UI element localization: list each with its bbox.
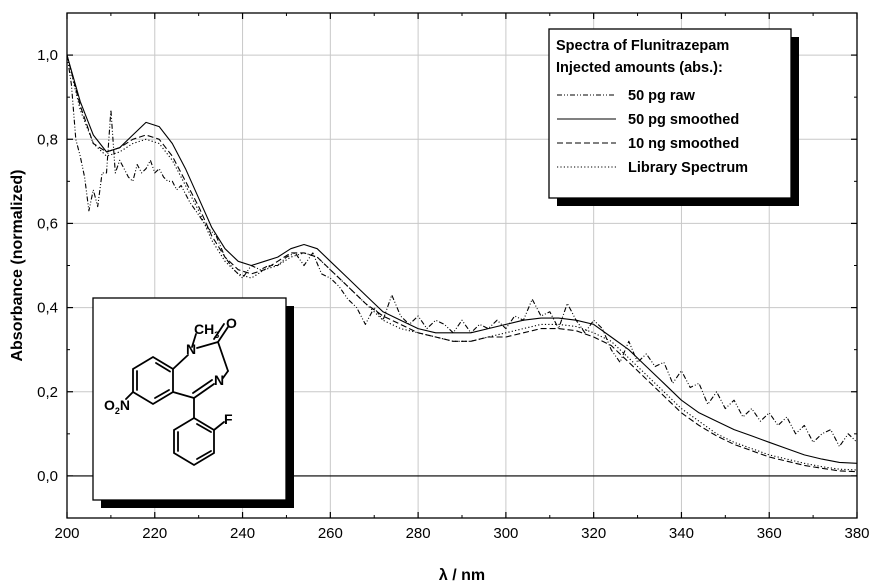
y-tick-label: 0,4 bbox=[37, 300, 58, 317]
nitro-n: N bbox=[120, 397, 130, 413]
carbonyl-oxygen-label: O bbox=[226, 315, 237, 331]
series-line-0 bbox=[66, 55, 858, 448]
y-tick-label: 0,2 bbox=[37, 384, 58, 401]
axis-ticks: 200 220 240 260 280 300 320 340 360 380 0,0 0,2 0,4 0… bbox=[37, 12, 870, 542]
series-line-1 bbox=[66, 54, 858, 464]
x-axis-title: λ / nm bbox=[439, 567, 485, 584]
series-line-2 bbox=[66, 54, 858, 473]
legend-title-line-2: Injected amounts (abs.): bbox=[556, 60, 723, 76]
x-tick-label: 300 bbox=[493, 525, 518, 542]
methyl-sub: 3 bbox=[214, 330, 219, 340]
imine-nitrogen-label: N bbox=[214, 372, 224, 388]
x-tick-label: 340 bbox=[669, 525, 694, 542]
nitro-sub: 2 bbox=[115, 406, 120, 416]
y-axis-title: Absorbance (normalized) bbox=[9, 169, 26, 361]
structure-bonds bbox=[125, 323, 229, 467]
x-tick-label: 360 bbox=[757, 525, 782, 542]
x-tick-label: 280 bbox=[406, 525, 431, 542]
legend: Spectra of Flunitrazepam Injected amount… bbox=[548, 28, 799, 206]
methyl-label: CH3 bbox=[194, 321, 219, 340]
y-tick-label: 1,0 bbox=[37, 47, 58, 64]
x-tick-label: 260 bbox=[318, 525, 343, 542]
nitro-label: O2N bbox=[104, 397, 130, 416]
y-tick-label: 0,6 bbox=[37, 215, 58, 232]
nitro-o: O bbox=[104, 397, 115, 413]
molecule-inset: O N N F CH3 O2N bbox=[92, 297, 294, 508]
x-tick-label: 240 bbox=[230, 525, 255, 542]
series-group bbox=[66, 54, 858, 473]
y-tick-label: 0,0 bbox=[37, 468, 58, 485]
legend-title-line-1: Spectra of Flunitrazepam bbox=[556, 38, 729, 54]
amide-nitrogen-label: N bbox=[186, 341, 196, 357]
methyl-main: CH bbox=[194, 321, 214, 337]
legend-label-2: 10 ng smoothed bbox=[628, 136, 739, 152]
x-tick-label: 320 bbox=[581, 525, 606, 542]
legend-label-3: Library Spectrum bbox=[628, 160, 748, 176]
legend-label-0: 50 pg raw bbox=[628, 88, 696, 104]
y-tick-label: 0,8 bbox=[37, 131, 58, 148]
x-tick-label: 200 bbox=[54, 525, 79, 542]
fluorine-label: F bbox=[224, 411, 233, 427]
x-tick-label: 220 bbox=[142, 525, 167, 542]
legend-label-1: 50 pg smoothed bbox=[628, 112, 739, 128]
x-tick-label: 380 bbox=[844, 525, 869, 542]
